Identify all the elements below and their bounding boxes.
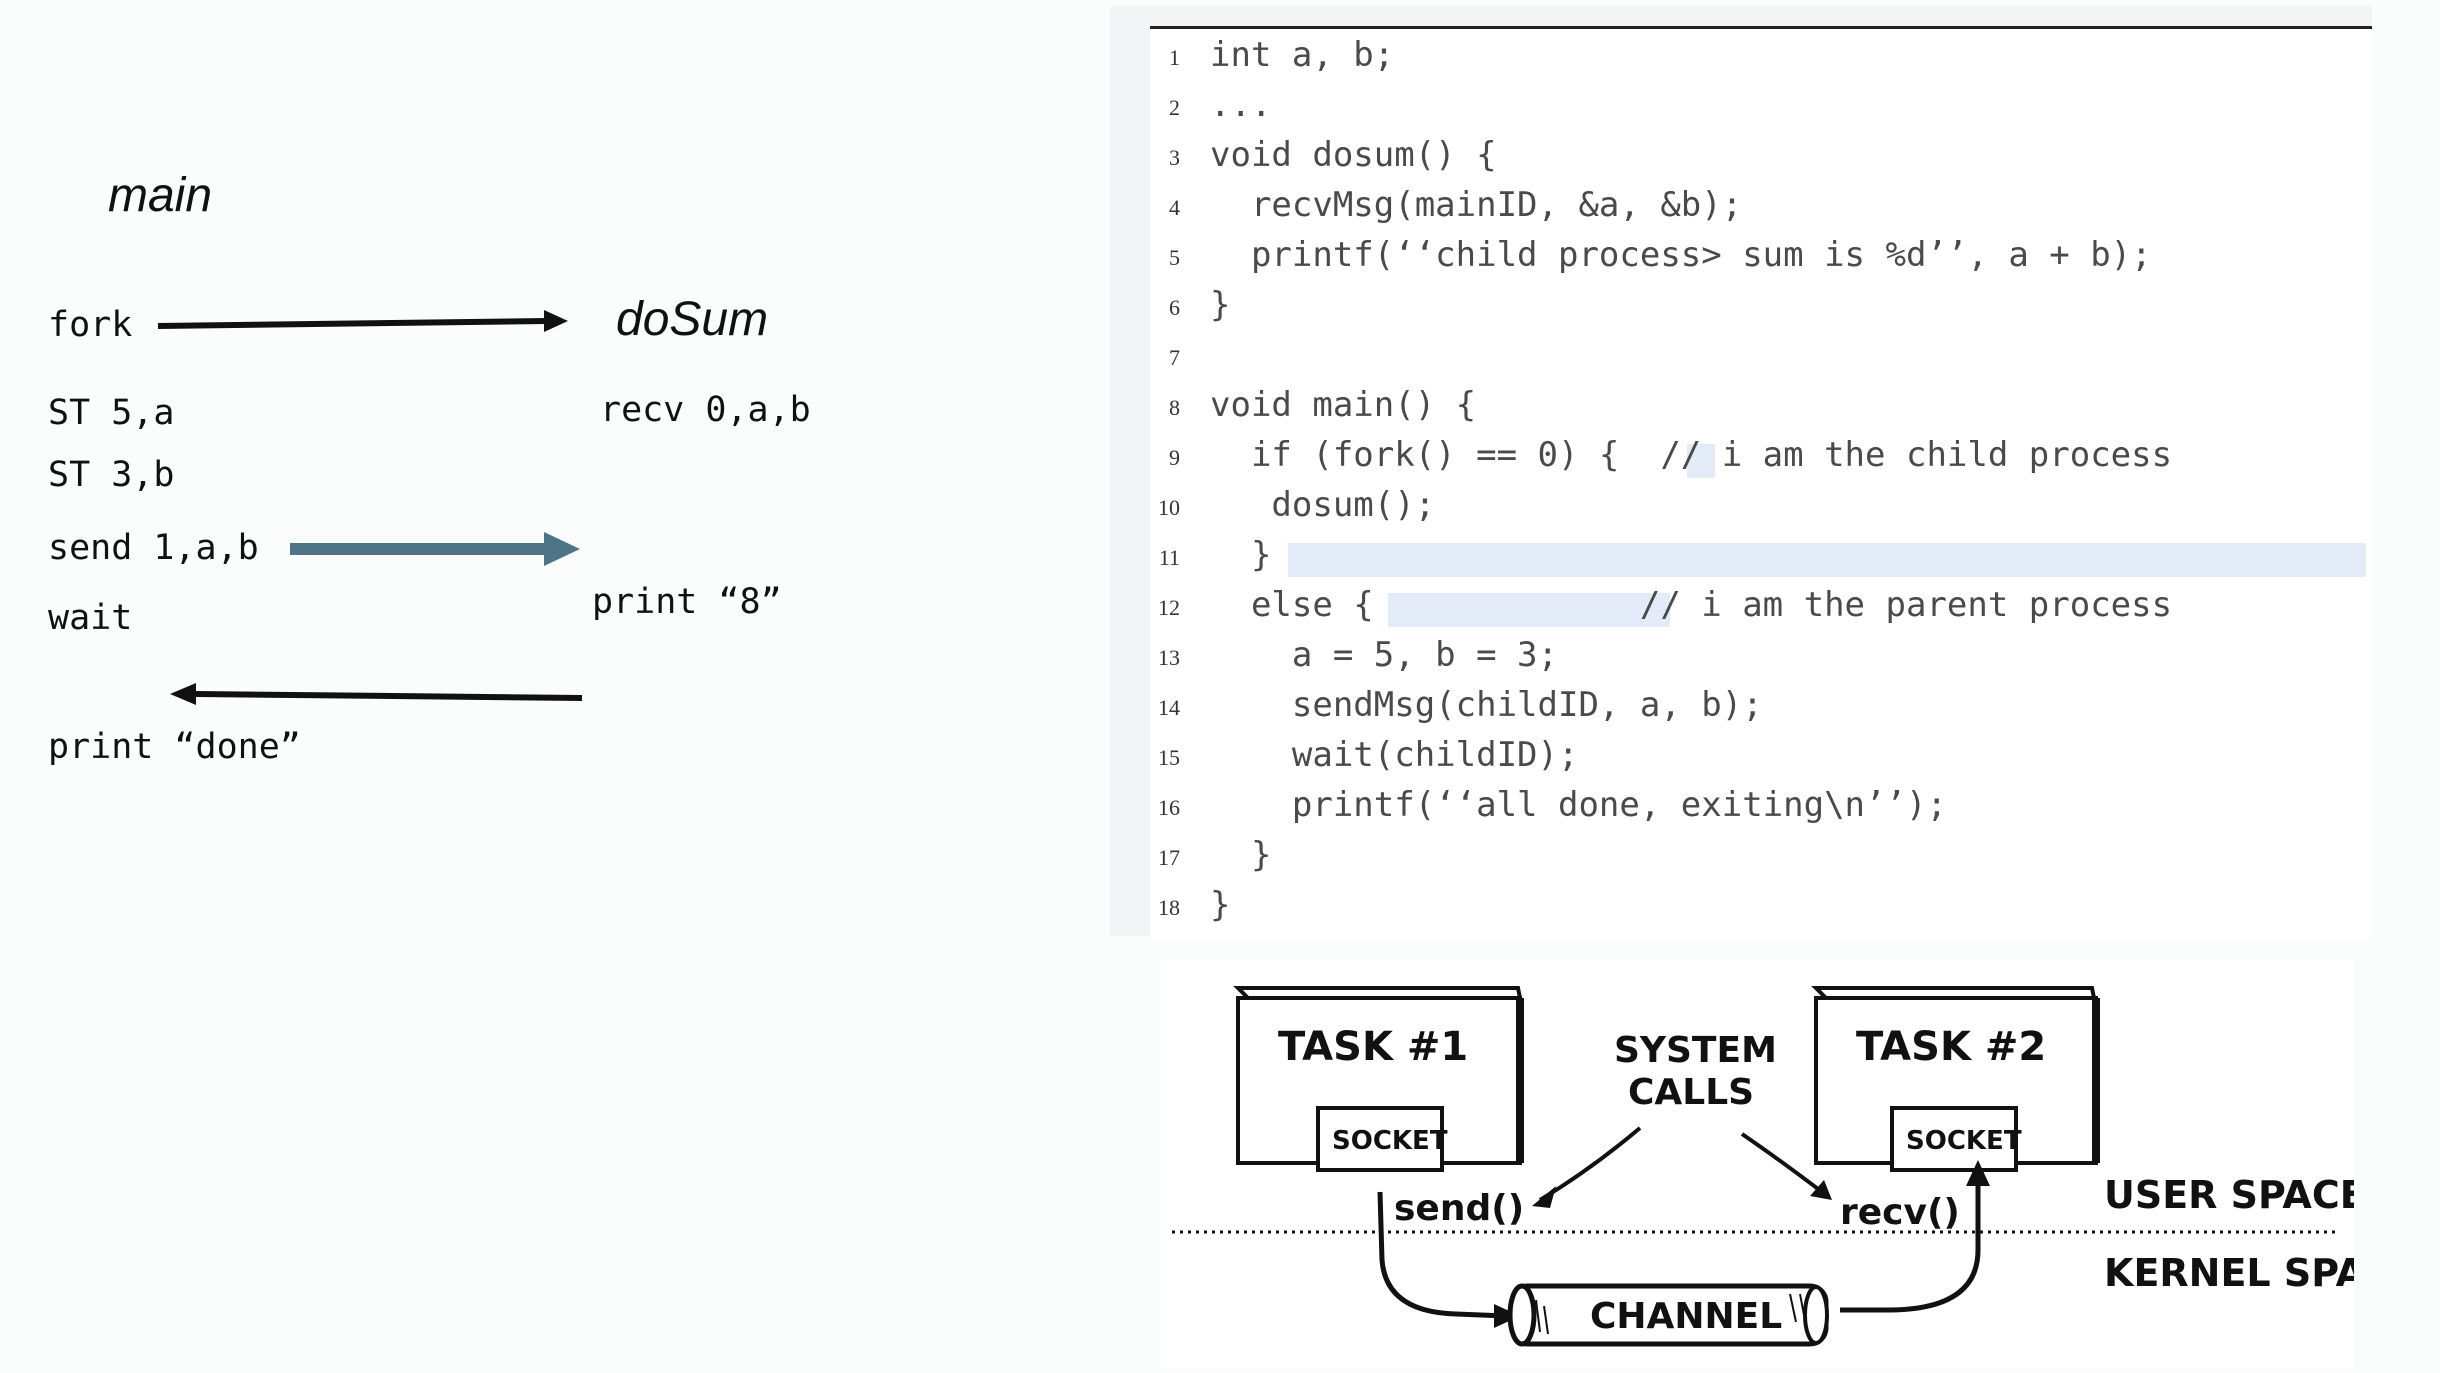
code-line: 8 void main() { bbox=[1150, 383, 2372, 433]
channel-pipe: CHANNEL bbox=[1507, 1283, 1829, 1347]
code-page: 1 int a, b; 2... 3 void dosum() { 4 recvMsg(m… bbox=[1150, 26, 2372, 939]
code-listing: 1 int a, b; 2... 3 void dosum() { 4 recvMsg(m… bbox=[1110, 6, 2372, 939]
code-line: 11 } bbox=[1150, 533, 2372, 583]
code-text: dosum(); bbox=[1210, 485, 1436, 525]
code-line: 4 recvMsg(mainID, &a, &b); bbox=[1150, 183, 2372, 233]
line-number: 14 bbox=[1158, 695, 1180, 720]
code-text: ... bbox=[1210, 85, 1272, 125]
dosum-label: doSum bbox=[616, 293, 769, 346]
code-line: 1 int a, b; bbox=[1150, 33, 2372, 83]
line-number: 3 bbox=[1169, 145, 1180, 170]
line-number: 7 bbox=[1169, 345, 1180, 370]
send-arrow bbox=[290, 532, 580, 566]
code-line: 12 else { // i am the parent process bbox=[1150, 583, 2372, 633]
line-number: 18 bbox=[1158, 895, 1180, 920]
line-number: 1 bbox=[1169, 45, 1180, 70]
line-number: 16 bbox=[1158, 795, 1180, 820]
highlight-line-9 bbox=[1687, 444, 1715, 478]
code-text: sendMsg(childID, a, b); bbox=[1210, 685, 1763, 725]
line-number: 13 bbox=[1158, 645, 1180, 670]
code-line: 15 wait(childID); bbox=[1150, 733, 2372, 783]
code-text: } bbox=[1210, 535, 1272, 575]
socket-diagram: TASK #1 SOCKET TASK #2 SOCKET SYSTEM CAL… bbox=[1160, 960, 2419, 1368]
task1-box: TASK #1 SOCKET bbox=[1233, 986, 1524, 1172]
code-text: a = 5, b = 3; bbox=[1210, 635, 1558, 675]
system-calls-line2: CALLS bbox=[1628, 1072, 1754, 1113]
line-number: 17 bbox=[1158, 845, 1180, 870]
code-text: printf(‘‘all done, exiting\n’’); bbox=[1210, 785, 1947, 825]
line-number: 11 bbox=[1158, 545, 1180, 570]
line-number: 12 bbox=[1158, 595, 1180, 620]
socket2-label: SOCKET bbox=[1906, 1126, 2022, 1156]
socket-sketch: TASK #1 SOCKET TASK #2 SOCKET SYSTEM CAL… bbox=[1172, 986, 2419, 1347]
return-arrow bbox=[170, 683, 583, 705]
main-op-print-done: print “done” bbox=[48, 727, 301, 767]
line-number: 15 bbox=[1158, 745, 1180, 770]
code-line: 7 bbox=[1150, 333, 2372, 383]
channel-label: CHANNEL bbox=[1590, 1296, 1782, 1337]
main-op-store-a: ST 5,a bbox=[48, 393, 175, 433]
recv-path bbox=[1840, 1160, 1990, 1313]
user-space-label: USER SPACE bbox=[2104, 1173, 2354, 1217]
line-number: 8 bbox=[1169, 395, 1180, 420]
kernel-space-label: KERNEL SPACE bbox=[2104, 1251, 2354, 1295]
main-label: main bbox=[108, 169, 213, 222]
task1-label: TASK #1 bbox=[1278, 1024, 1468, 1070]
child-op-print: print “8” bbox=[592, 582, 782, 622]
child-op-recv: recv 0,a,b bbox=[600, 390, 811, 430]
line-number: 4 bbox=[1169, 195, 1180, 220]
main-op-send: send 1,a,b bbox=[48, 528, 259, 568]
line-number: 5 bbox=[1169, 245, 1180, 270]
fork-arrow bbox=[157, 310, 568, 332]
main-op-store-b: ST 3,b bbox=[48, 455, 175, 495]
code-line: 2... bbox=[1150, 83, 2372, 133]
code-text: if (fork() == 0) { // i am the child pro… bbox=[1210, 435, 2173, 475]
code-text: else { // i am the parent process bbox=[1210, 585, 2173, 625]
code-line: 16 printf(‘‘all done, exiting\n’’); bbox=[1150, 783, 2372, 833]
code-text: int a, b; bbox=[1210, 35, 1395, 75]
highlight-line-11 bbox=[1288, 543, 2366, 577]
code-text: void dosum() { bbox=[1210, 135, 1497, 175]
system-calls-line1: SYSTEM bbox=[1614, 1030, 1777, 1071]
line-number: 10 bbox=[1158, 495, 1180, 520]
code-text: } bbox=[1210, 885, 1231, 925]
code-text: void main() { bbox=[1210, 385, 1477, 425]
code-text: } bbox=[1210, 835, 1272, 875]
code-text: } bbox=[1210, 285, 1231, 325]
code-text: printf(‘‘child process> sum is %d’’, a +… bbox=[1210, 235, 2152, 275]
recv-label: recv() bbox=[1840, 1192, 1960, 1233]
code-line: 17 } bbox=[1150, 833, 2372, 883]
socket1-label: SOCKET bbox=[1332, 1126, 1448, 1156]
task2-label: TASK #2 bbox=[1856, 1024, 2046, 1070]
code-text: recvMsg(mainID, &a, &b); bbox=[1210, 185, 1743, 225]
send-path bbox=[1377, 1191, 1520, 1328]
code-line: 3 void dosum() { bbox=[1150, 133, 2372, 183]
line-number: 6 bbox=[1169, 295, 1180, 320]
code-line: 13 a = 5, b = 3; bbox=[1150, 633, 2372, 683]
code-line: 6} bbox=[1150, 283, 2372, 333]
highlight-line-12 bbox=[1388, 593, 1670, 627]
code-line: 14 sendMsg(childID, a, b); bbox=[1150, 683, 2372, 733]
main-op-wait: wait bbox=[48, 598, 133, 638]
system-call-arrow-send bbox=[1532, 1126, 1642, 1208]
system-call-arrow-recv bbox=[1740, 1132, 1832, 1200]
main-op-fork: fork bbox=[48, 305, 133, 345]
timeline-arrows bbox=[157, 310, 583, 705]
task2-box: TASK #2 SOCKET bbox=[1811, 986, 2100, 1172]
code-line: 10 dosum(); bbox=[1150, 483, 2372, 533]
line-number: 9 bbox=[1169, 445, 1180, 470]
code-line: 18} bbox=[1150, 883, 2372, 933]
code-line: 9 if (fork() == 0) { // i am the child p… bbox=[1150, 433, 2372, 483]
line-number: 2 bbox=[1169, 95, 1180, 120]
code-text: wait(childID); bbox=[1210, 735, 1579, 775]
code-line: 5 printf(‘‘child process> sum is %d’’, a… bbox=[1150, 233, 2372, 283]
send-label: send() bbox=[1394, 1188, 1524, 1229]
